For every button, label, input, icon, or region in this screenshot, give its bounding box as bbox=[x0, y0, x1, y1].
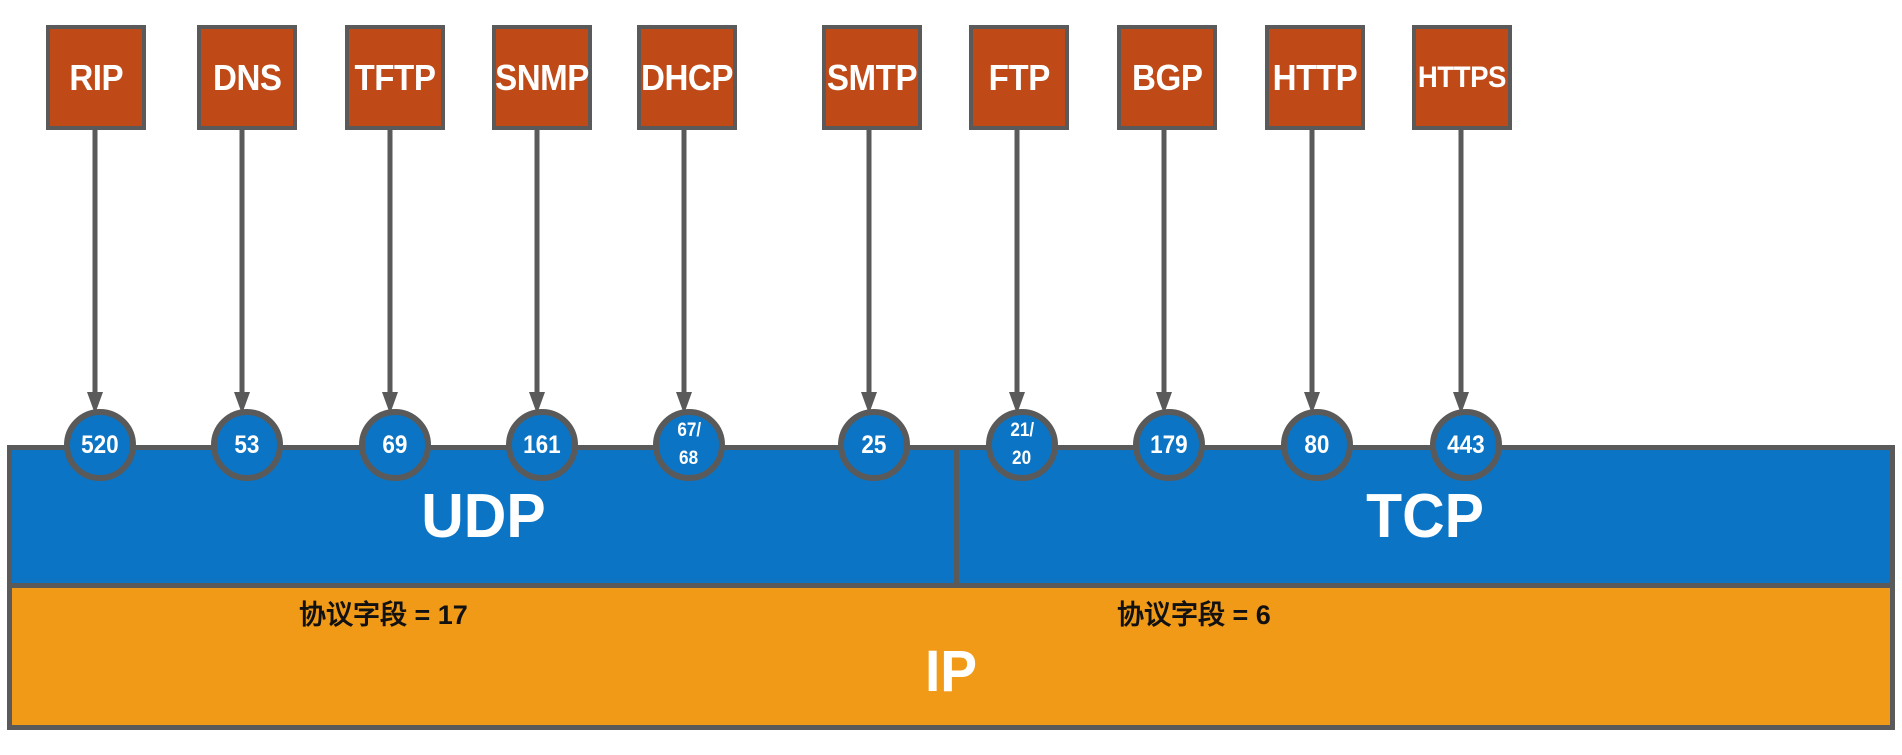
protocol-box-http[interactable]: HTTP bbox=[1265, 25, 1365, 130]
port-number-text: 20 bbox=[1012, 448, 1032, 469]
port-circle-snmp[interactable]: 161 bbox=[506, 409, 578, 481]
connector-arrow-dns bbox=[233, 130, 251, 415]
connector-arrow-snmp bbox=[528, 130, 546, 415]
connector-arrow-http bbox=[1303, 130, 1321, 415]
protocol-box-dns[interactable]: DNS bbox=[197, 25, 297, 130]
ip-layer-label: IP bbox=[924, 639, 978, 704]
connector-arrow-ftp bbox=[1008, 130, 1026, 415]
transport-layer-band: UDP TCP bbox=[7, 445, 1895, 588]
port-number-text: 68 bbox=[679, 448, 699, 469]
connector-arrow-smtp bbox=[860, 130, 878, 415]
port-number-text: 53 bbox=[234, 430, 260, 459]
port-number-text: 21/ bbox=[1010, 420, 1034, 442]
protocol-box-label: HTTPS bbox=[1417, 60, 1507, 94]
port-circle-smtp[interactable]: 25 bbox=[838, 409, 910, 481]
port-circle-dns[interactable]: 53 bbox=[211, 409, 283, 481]
protocol-box-https[interactable]: HTTPS bbox=[1412, 25, 1512, 130]
port-number-text: 69 bbox=[382, 430, 408, 459]
port-number-text: 443 bbox=[1447, 430, 1485, 459]
protocol-box-tftp[interactable]: TFTP bbox=[345, 25, 445, 130]
tcp-label: TCP bbox=[1365, 481, 1484, 551]
protocol-box-label: DNS bbox=[212, 56, 282, 98]
udp-segment: UDP bbox=[12, 450, 959, 583]
protocol-field-udp-label: 协议字段 = 17 bbox=[299, 600, 468, 630]
port-number-text: 25 bbox=[861, 430, 887, 459]
protocol-box-smtp[interactable]: SMTP bbox=[822, 25, 922, 130]
port-circle-rip[interactable]: 520 bbox=[64, 409, 136, 481]
connector-arrow-tftp bbox=[381, 130, 399, 415]
port-circle-tftp[interactable]: 69 bbox=[359, 409, 431, 481]
protocol-box-label: SMTP bbox=[826, 56, 918, 98]
protocol-box-rip[interactable]: RIP bbox=[46, 25, 146, 130]
protocol-box-snmp[interactable]: SNMP bbox=[492, 25, 592, 130]
protocol-box-label: RIP bbox=[69, 56, 123, 98]
udp-label: UDP bbox=[420, 481, 546, 551]
port-number-text: 67/ bbox=[677, 420, 701, 442]
port-circle-ftp[interactable]: 21/20 bbox=[986, 409, 1058, 481]
connector-arrow-bgp bbox=[1155, 130, 1173, 415]
protocol-box-label: SNMP bbox=[495, 56, 589, 98]
connector-arrow-dhcp bbox=[675, 130, 693, 415]
ip-layer-band: 协议字段 = 17 协议字段 = 6 IP bbox=[7, 588, 1895, 730]
protocol-box-bgp[interactable]: BGP bbox=[1117, 25, 1217, 130]
port-number-text: 520 bbox=[81, 430, 119, 459]
protocol-box-dhcp[interactable]: DHCP bbox=[637, 25, 737, 130]
connector-arrow-rip bbox=[86, 130, 104, 415]
port-circle-dhcp[interactable]: 67/68 bbox=[653, 409, 725, 481]
protocol-box-label: BGP bbox=[1131, 56, 1203, 98]
protocol-box-ftp[interactable]: FTP bbox=[969, 25, 1069, 130]
port-number-text: 179 bbox=[1150, 430, 1188, 459]
protocol-box-label: TFTP bbox=[354, 56, 436, 98]
protocol-box-label: DHCP bbox=[641, 56, 734, 98]
protocol-box-label: HTTP bbox=[1272, 56, 1358, 98]
port-number-text: 80 bbox=[1304, 430, 1330, 459]
port-circle-https[interactable]: 443 bbox=[1430, 409, 1502, 481]
protocol-field-tcp-label: 协议字段 = 6 bbox=[1117, 600, 1271, 630]
connector-arrow-https bbox=[1452, 130, 1470, 415]
tcp-segment: TCP bbox=[959, 450, 1890, 583]
protocol-box-label: FTP bbox=[988, 56, 1050, 98]
port-number-text: 161 bbox=[523, 430, 561, 459]
port-circle-bgp[interactable]: 179 bbox=[1133, 409, 1205, 481]
port-circle-http[interactable]: 80 bbox=[1281, 409, 1353, 481]
